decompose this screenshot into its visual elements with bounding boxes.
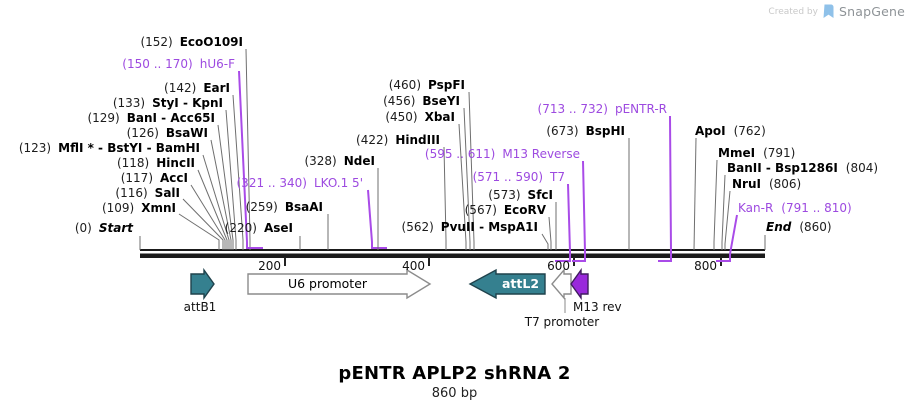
t7-promoter-arrow — [551, 268, 572, 300]
leader-ecoo109i — [245, 48, 251, 250]
leader-mmei — [713, 159, 718, 250]
leader-t7-primer — [555, 183, 571, 262]
attl2-arrow — [468, 268, 546, 300]
leader-lko1-5 — [367, 189, 387, 249]
leader-pentr-r — [658, 115, 672, 262]
ruler-lower-line — [140, 253, 765, 258]
leader-ecorv — [548, 216, 552, 250]
leader-hincii — [197, 169, 228, 250]
created-by-text: Created by — [768, 6, 818, 17]
leader-banii-bsp1286i — [721, 174, 726, 250]
leader-bseyi — [463, 107, 471, 250]
leader-sali — [182, 198, 224, 250]
m13-rev-arrow — [570, 267, 589, 301]
leader-pspfi — [468, 91, 475, 250]
leader-styi-kpni — [225, 109, 237, 250]
leader-nrui — [724, 190, 731, 250]
brand-text: SnapGene — [838, 4, 905, 19]
branding: Created by SnapGene — [768, 4, 905, 19]
leader-kan-r — [716, 214, 738, 262]
plasmid-size: 860 bp — [431, 386, 478, 401]
snapgene-logo-icon — [823, 4, 834, 19]
leader-acci — [190, 184, 226, 250]
title-block: pENTR APLP2 shRNA 2 860 bp — [0, 363, 909, 401]
ruler-upper-line — [140, 249, 765, 251]
leader-bsawi — [210, 139, 232, 250]
leader-eari — [232, 94, 244, 250]
ruler-tick-200 — [284, 257, 286, 266]
leader-bani-acc65i — [217, 124, 234, 250]
leader-hu6-f — [238, 70, 263, 249]
leader-apoi — [693, 137, 697, 251]
leader-pvuii-mspa1i — [541, 233, 549, 250]
u6-promoter-arrow — [247, 268, 432, 300]
leader-xmni — [178, 213, 220, 250]
leader-mfli-bstyi-bamhi — [202, 154, 230, 250]
ruler-tick-400 — [428, 257, 430, 266]
leader-xbai — [458, 123, 467, 250]
leader-hindiii — [443, 146, 447, 250]
plasmid-title: pENTR APLP2 shRNA 2 — [338, 363, 571, 384]
leader-m13-reverse — [572, 160, 586, 262]
attb1-arrow — [190, 267, 215, 301]
